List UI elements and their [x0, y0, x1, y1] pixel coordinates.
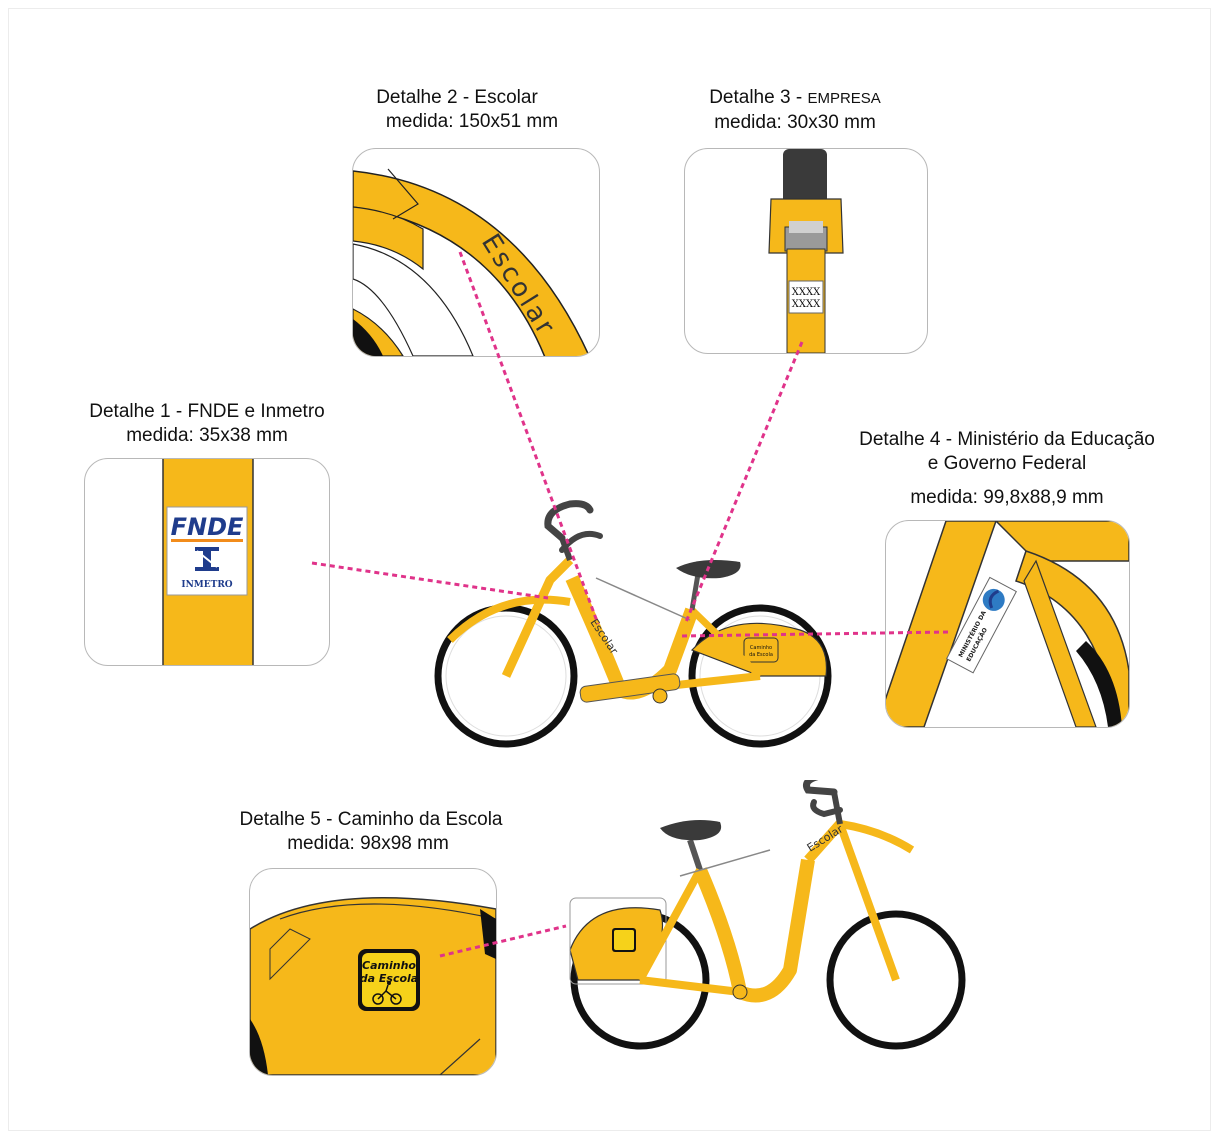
detail-4-size: medida: 99,8x88,9 mm	[834, 486, 1180, 510]
detail-2-box: Escolar	[352, 148, 600, 357]
detail-4-title-line1: Detalhe 4 - Ministério da Educação	[834, 428, 1180, 452]
inmetro-text: INMETRO	[181, 580, 232, 590]
detail-3-title-prefix: Detalhe 3 -	[709, 87, 807, 108]
detail-5-illustration: Caminho da Escola	[250, 869, 496, 1075]
detail-2-illustration: Escolar	[353, 149, 599, 356]
detail-1-size: medida: 35x38 mm	[58, 424, 356, 448]
detail-3-title-suffix: EMPRESA	[807, 90, 880, 107]
main-bicycle-illustration: Caminho da Escola Escolar	[430, 490, 840, 750]
main-bicycle: Caminho da Escola Escolar	[430, 490, 840, 750]
detail-3-size: medida: 30x30 mm	[684, 111, 906, 135]
detail-3-box: XXXX XXXX	[684, 148, 928, 354]
svg-text:Escolar: Escolar	[805, 822, 846, 854]
detail-5-size: medida: 98x98 mm	[206, 832, 536, 856]
fnde-logo: FNDE	[171, 513, 244, 541]
detail-5-box: Caminho da Escola	[249, 868, 497, 1076]
detail-4-title-line2: e Governo Federal	[834, 452, 1180, 476]
empresa-decal-line2: XXXX	[792, 299, 821, 310]
detail-3-title: Detalhe 3 - EMPRESA	[684, 86, 906, 111]
detail-2-title: Detalhe 2 - Escolar	[344, 86, 570, 110]
detail-1-label: Detalhe 1 - FNDE e Inmetro medida: 35x38…	[58, 400, 356, 448]
detail-3-label: Detalhe 3 - EMPRESA medida: 30x30 mm	[684, 86, 906, 135]
detail-4-label: Detalhe 4 - Ministério da Educação e Gov…	[834, 428, 1180, 510]
empresa-decal-line1: XXXX	[792, 287, 821, 298]
detail-4-illustration: MINISTÉRIO DA EDUCAÇÃO	[886, 521, 1129, 727]
svg-text:da Escola: da Escola	[749, 652, 773, 658]
second-bicycle-illustration: Escolar	[540, 780, 980, 1060]
detail-1-box: FNDE INMETRO	[84, 458, 330, 666]
second-bicycle: Escolar	[540, 780, 980, 1060]
detail-2-label: Detalhe 2 - Escolar medida: 150x51 mm	[344, 86, 570, 134]
detail-3-illustration: XXXX XXXX	[685, 149, 927, 353]
caminho-decal-line1: Caminho	[362, 959, 416, 972]
detail-1-illustration: FNDE INMETRO	[85, 459, 329, 665]
detail-5-title: Detalhe 5 - Caminho da Escola	[206, 808, 536, 832]
detail-4-box: MINISTÉRIO DA EDUCAÇÃO	[885, 520, 1130, 728]
detail-1-title: Detalhe 1 - FNDE e Inmetro	[58, 400, 356, 424]
detail-5-label: Detalhe 5 - Caminho da Escola medida: 98…	[206, 808, 536, 856]
svg-text:Caminho: Caminho	[750, 645, 772, 651]
detail-2-size: medida: 150x51 mm	[344, 110, 570, 134]
